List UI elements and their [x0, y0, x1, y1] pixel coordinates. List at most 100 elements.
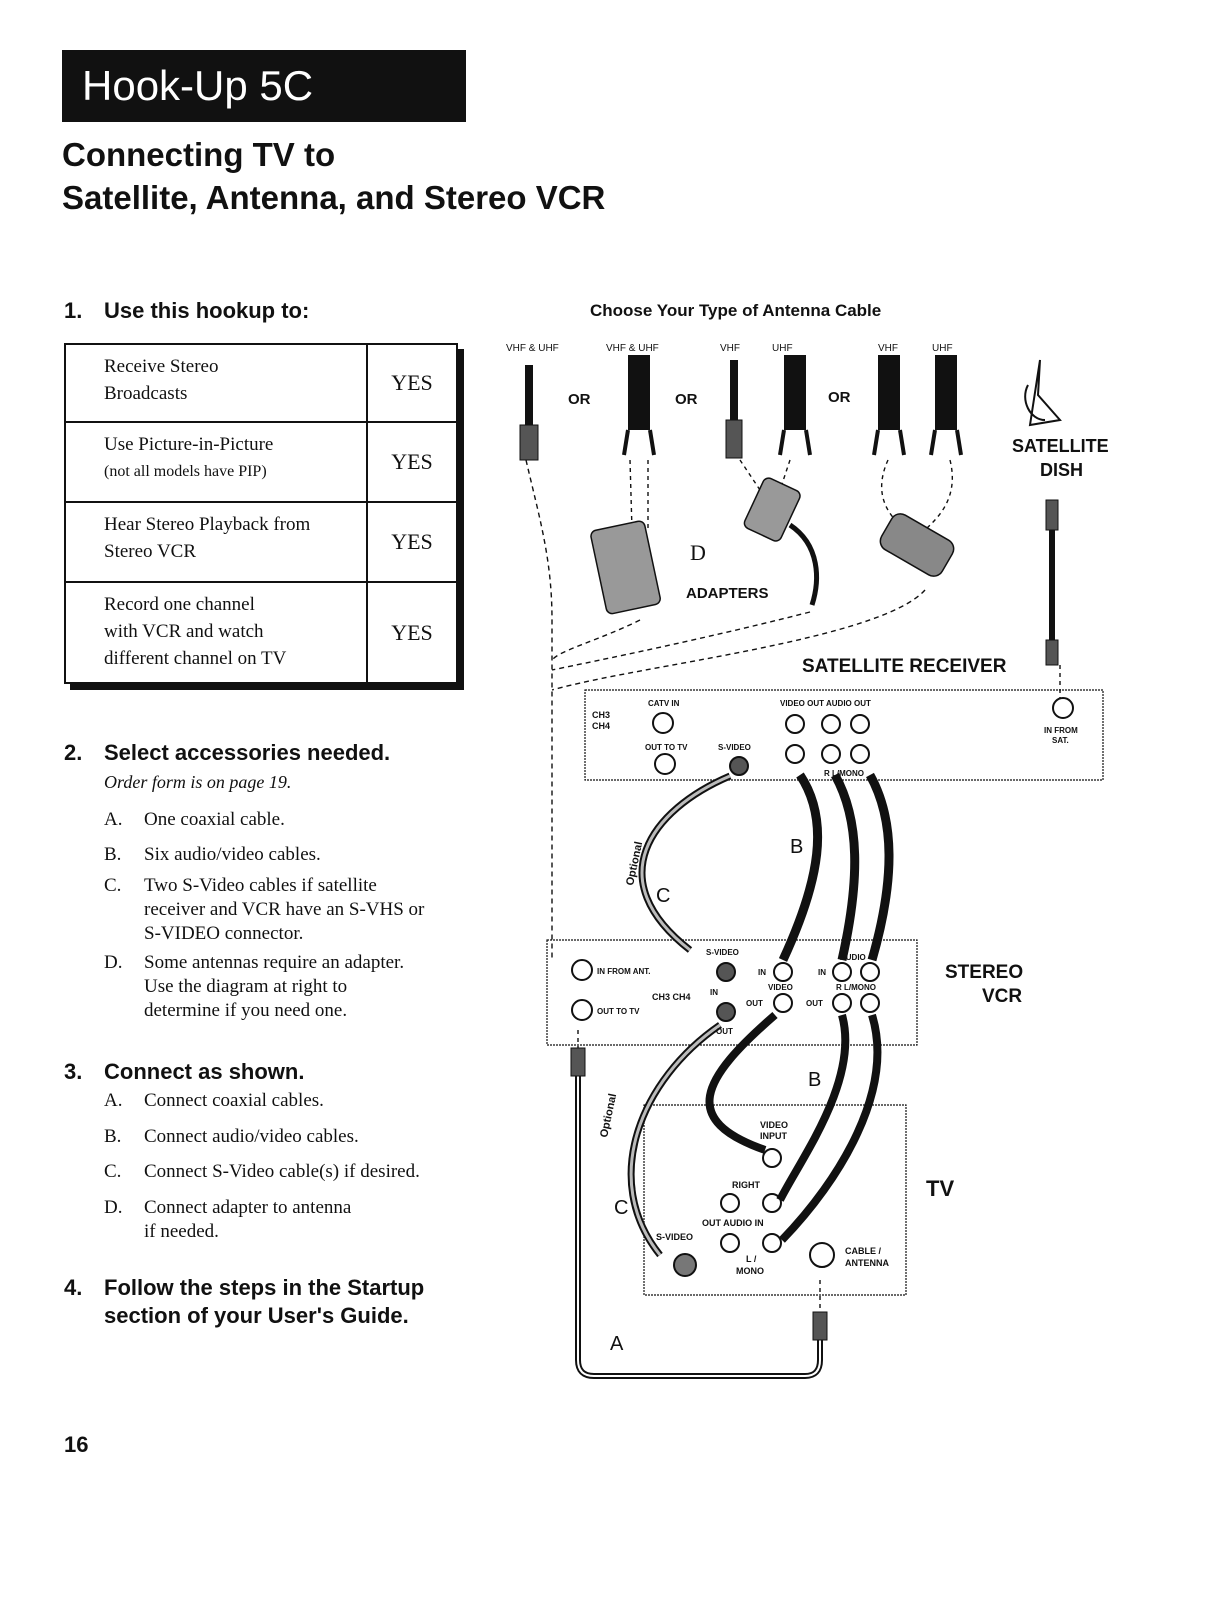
tv-audio-out-right-jack: [720, 1193, 740, 1213]
vcr-ch3-ch4-label: CH3 CH4: [652, 992, 691, 1002]
item-letter: D.: [104, 1197, 123, 1218]
cable-letter-b: B: [808, 1069, 821, 1091]
antenna-cable-heading: Choose Your Type of Antenna Cable: [590, 301, 881, 320]
tv-out-audio-in-label: OUT AUDIO IN: [702, 1218, 764, 1228]
vcr-in-label: IN: [818, 968, 826, 977]
vcr-audio-in-r-jack: [832, 962, 852, 982]
vcr-video-out-jack: [773, 993, 793, 1013]
f-connector-icon: [519, 424, 539, 461]
list-item: B. Connect audio/video cables.: [104, 1125, 504, 1151]
table-cell-feature: Receive Stereo Broadcasts: [64, 343, 368, 423]
vcr-audio-out-r-jack: [832, 993, 852, 1013]
vcr-out-to-tv-label: OUT TO TV: [597, 1007, 640, 1016]
tv-panel: [643, 1104, 907, 1296]
item-letter: A.: [104, 809, 123, 830]
item-text: Connect S-Video cable(s) if desired.: [144, 1161, 420, 1182]
vcr-out-label: OUT: [716, 1027, 733, 1036]
vcr-video-label: VIDEO: [768, 983, 793, 992]
coax-connector-icon: [812, 1311, 828, 1341]
item-letter: D.: [104, 952, 123, 973]
out-to-tv-jack: [654, 753, 676, 775]
list-item: A. Connect coaxial cables.: [104, 1089, 504, 1115]
twin-lead-cable-icon: [878, 355, 900, 430]
item-line: Connect adapter to antenna: [144, 1197, 352, 1218]
twin-lead-cable-icon: [935, 355, 957, 430]
list-item: D. Some antennas require an adapter. Use…: [104, 951, 504, 1023]
vcr-s-video-label: S-VIDEO: [706, 948, 739, 957]
step-2-text: Select accessories needed.: [104, 740, 391, 765]
table-cell-answer: YES: [366, 501, 458, 583]
list-item: D. Connect adapter to antenna if needed.: [104, 1196, 504, 1248]
in-from-sat-label: IN FROM: [1044, 726, 1078, 735]
tv-video-input-label: VIDEO: [760, 1120, 788, 1130]
item-letter: B.: [104, 844, 122, 865]
title-line-2: Satellite, Antenna, and Stereo VCR: [62, 179, 606, 216]
vcr-in-label: IN: [710, 988, 718, 997]
list-item: B. Six audio/video cables.: [104, 843, 504, 869]
feature-note: (not all models have PIP): [104, 463, 267, 480]
table-row: Record one channel with VCR and watch di…: [64, 581, 458, 684]
step-3-text: Connect as shown.: [104, 1059, 305, 1084]
cable-label: UHF: [932, 343, 953, 354]
vcr-video-in-jack: [773, 962, 793, 982]
adapter-icon: [590, 520, 661, 615]
video-cable-b: [778, 772, 823, 962]
step-4-line: Follow the steps in the Startup: [104, 1275, 425, 1300]
vcr-audio-label: AUDIO: [840, 953, 866, 962]
step-4-text: Follow the steps in the Startup section o…: [104, 1274, 424, 1330]
feature-line: different channel on TV: [104, 648, 287, 669]
table-cell-feature: Hear Stereo Playback from Stereo VCR: [64, 501, 368, 583]
in-from-sat-jack: [1052, 697, 1074, 719]
coax-cable-icon: [525, 365, 533, 445]
vcr-out-to-tv-jack: [571, 999, 593, 1021]
table-row: Use Picture-in-Picture (not all models h…: [64, 421, 458, 503]
video-out-2-jack: [785, 744, 805, 764]
order-form-note: Order form is on page 19.: [104, 772, 292, 792]
cable-label: UHF: [772, 343, 793, 354]
spade-lug-icon: [778, 429, 812, 456]
step-1-number: 1.: [64, 298, 83, 323]
table-cell-answer: YES: [366, 343, 458, 423]
page-number: 16: [64, 1432, 89, 1457]
use-table: Receive Stereo Broadcasts YES Use Pictur…: [64, 343, 458, 684]
audio-cable-b: [831, 772, 860, 961]
vcr-s-video-out-jack: [716, 1002, 736, 1022]
step-4-line: section of your User's Guide.: [104, 1303, 409, 1328]
list-item: A. One coaxial cable.: [104, 808, 504, 834]
or-label: OR: [675, 391, 698, 408]
twin-lead-cable-icon: [784, 355, 806, 430]
ch4-label: CH4: [592, 721, 610, 731]
tv-right-label: RIGHT: [732, 1180, 761, 1190]
audio-out-l-2-jack: [850, 744, 870, 764]
feature-line: Broadcasts: [104, 383, 188, 404]
adapters-label: ADAPTERS: [686, 585, 769, 602]
vcr-r-lmono-label: R L/MONO: [836, 983, 876, 992]
feature-line: with VCR and watch: [104, 621, 264, 642]
cable-letter-a: A: [610, 1333, 624, 1355]
item-text: Six audio/video cables.: [144, 844, 321, 865]
tv-cable-antenna-jack: [809, 1242, 835, 1268]
satellite-dish-label: DISH: [1040, 460, 1083, 480]
vcr-audio-in-l-jack: [860, 962, 880, 982]
stereo-vcr-label: VCR: [982, 986, 1022, 1007]
audio-out-label: AUDIO OUT: [826, 699, 871, 708]
step-3-heading: 3. Connect as shown.: [64, 1059, 304, 1085]
step-2-number: 2.: [64, 740, 83, 765]
adapter-icon: [879, 513, 955, 577]
adapter-cable-icon: [788, 522, 819, 606]
tv-l-mono-label: MONO: [736, 1266, 764, 1276]
step-4-number: 4.: [64, 1275, 83, 1300]
spade-lug-icon: [622, 429, 656, 456]
item-text: Connect adapter to antenna if needed.: [144, 1196, 351, 1244]
item-text: Connect coaxial cables.: [144, 1090, 324, 1111]
cable-label: VHF & UHF: [506, 343, 559, 354]
item-line: Two S-Video cables if satellite: [144, 875, 377, 896]
item-line: S-VIDEO connector.: [144, 923, 304, 944]
audio-out-l-jack: [850, 714, 870, 734]
step-3-number: 3.: [64, 1059, 83, 1084]
out-to-tv-label: OUT TO TV: [645, 743, 688, 752]
cable-letter-c: C: [656, 885, 670, 907]
satellite-dish-icon: [1024, 359, 1062, 427]
item-line: receiver and VCR have an S-VHS or: [144, 899, 425, 920]
item-line: Use the diagram at right to: [144, 976, 348, 997]
